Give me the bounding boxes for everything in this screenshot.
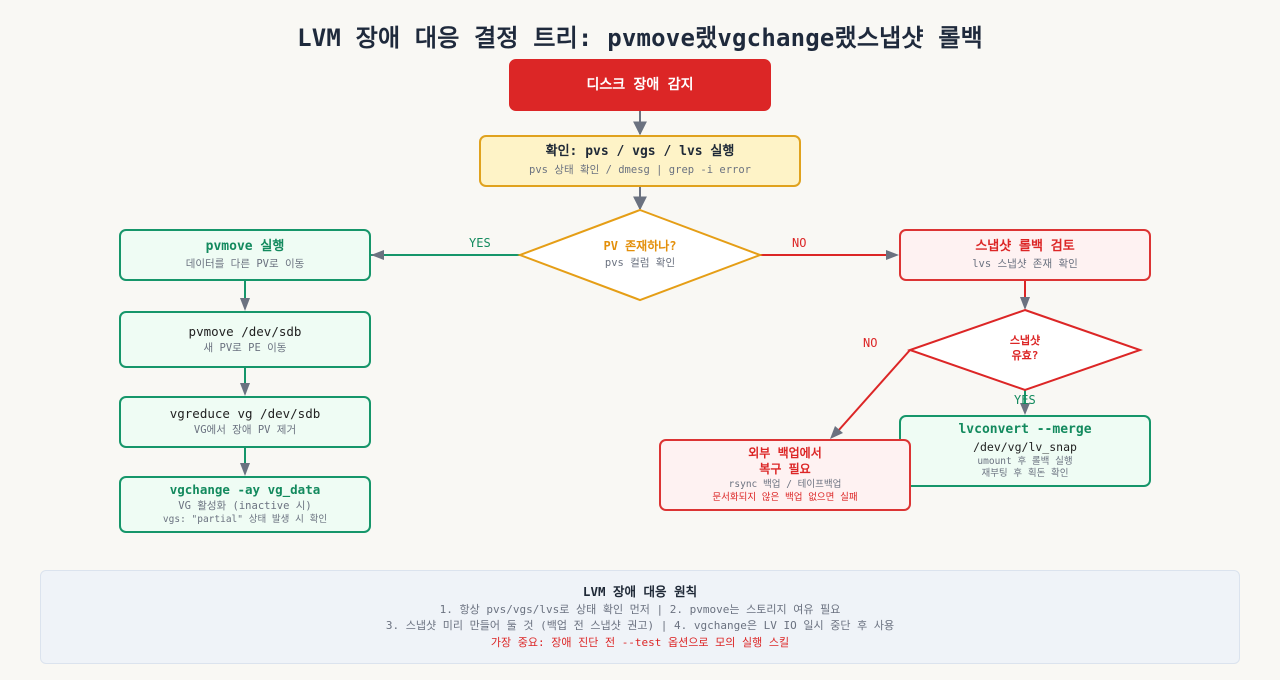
principles-title: LVM 장애 대응 원칙: [582, 583, 698, 599]
node-lvconvert-cmd: /dev/vg/lv_snap: [973, 439, 1077, 454]
node-external-sub: rsync 백업 / 테이프백업: [728, 479, 842, 491]
node-pvmove-command: pvmove /dev/sdb 새 PV로 PE 이동: [119, 311, 371, 368]
principles-warning: 가장 중요: 장애 진단 전 --test 옵션으로 모의 실행 스킬: [490, 635, 790, 649]
decision-pv-exists-shape: [517, 208, 763, 302]
arrowhead-snapshot-to-valid: [1020, 297, 1030, 310]
arrowhead-no-to-snapshot: [886, 250, 899, 260]
node-check-status: 확인: pvs / vgs / lvs 실행 pvs 상태 확인 / dmesg…: [479, 135, 801, 187]
edge-label-no-snapshot: NO: [792, 236, 807, 250]
decision-snapshot-valid: 스냅샷 유효?: [965, 334, 1085, 364]
node-lvconvert-sub2: 재부팅 후 획돈 확인: [981, 467, 1069, 479]
node-vgchange-sub: VG 활성화 (inactive 시): [178, 499, 312, 512]
decision-snapshot-valid-line1: 스냅샷: [1009, 334, 1041, 347]
node-pvmove-run-title: pvmove 실행: [205, 238, 285, 254]
node-external-warning: 문서화되지 않은 백업 없으면 실패: [712, 491, 858, 503]
decision-pv-exists-title: PV 존재하나?: [603, 239, 677, 253]
node-pvmove-run: pvmove 실행 데이터를 다른 PV로 이동: [119, 229, 371, 281]
arrowhead-pvmove-run-to-cmd: [240, 298, 250, 311]
node-vgreduce-sub: VG에서 장애 PV 제거: [193, 424, 297, 437]
principles-line-2: 3. 스냅샷 미리 만들어 둘 것 (백업 전 스냅샷 권고) | 4. vgc…: [385, 619, 895, 633]
arrowhead-yes-to-pvmove: [371, 250, 384, 260]
edge-label-no-external: NO: [863, 336, 878, 350]
node-lvconvert-sub1: umount 후 롤백 실행: [977, 455, 1073, 467]
node-check-title: 확인: pvs / vgs / lvs 실행: [545, 144, 735, 160]
arrowhead-pvmove-to-vgreduce: [240, 383, 250, 396]
principles-panel: LVM 장애 대응 원칙 1. 항상 pvs/vgs/lvs로 상태 확인 먼저…: [40, 570, 1240, 664]
node-vgreduce: vgreduce vg /dev/sdb VG에서 장애 PV 제거: [119, 396, 371, 448]
edge-label-yes-pvmove: YES: [469, 236, 491, 250]
principles-line-1: 1. 항상 pvs/vgs/lvs로 상태 확인 먼저 | 2. pvmove는…: [439, 602, 841, 616]
node-lvconvert-merge: lvconvert --merge /dev/vg/lv_snap umount…: [899, 415, 1151, 487]
node-snapshot-review-title: 스냅샷 롤백 검토: [975, 238, 1075, 254]
node-external-line2: 복구 필요: [759, 461, 811, 476]
node-pvmove-command-sub: 새 PV로 PE 이동: [203, 341, 287, 354]
node-vgchange-title: vgchange -ay vg_data: [169, 482, 321, 498]
node-pvmove-command-title: pvmove /dev/sdb: [188, 323, 302, 339]
arrowhead-valid-no-to-external: [830, 426, 843, 439]
page-title: LVM 장애 대응 결정 트리: pvmove랬vgchange랬스냅샷 롤백: [297, 24, 983, 52]
node-disk-failure-detected: 디스크 장애 감지: [509, 59, 771, 111]
node-check-sub: pvs 상태 확인 / dmesg | grep -i error: [529, 164, 751, 177]
decision-snapshot-valid-shape: [906, 308, 1144, 392]
arrow-valid-no-to-external: [837, 349, 911, 432]
arrowhead-valid-yes-to-lvconvert: [1020, 403, 1030, 415]
decision-pv-exists-sub: pvs 컬럼 확인: [604, 257, 676, 270]
node-external-backup: 외부 백업에서 복구 필요 rsync 백업 / 테이프백업 문서화되지 않은 …: [659, 439, 911, 511]
node-vgchange: vgchange -ay vg_data VG 활성화 (inactive 시)…: [119, 476, 371, 533]
decision-snapshot-valid-line2: 유효?: [1011, 348, 1039, 362]
node-snapshot-review: 스냅샷 롤백 검토 lvs 스냅샷 존재 확인: [899, 229, 1151, 281]
node-snapshot-review-sub: lvs 스냅샷 존재 확인: [972, 257, 1078, 270]
node-external-line1: 외부 백업에서: [748, 446, 822, 461]
decision-pv-exists: PV 존재하나? pvs 컬럼 확인: [540, 238, 740, 270]
edge-label-yes-lvconvert: YES: [1014, 393, 1036, 407]
node-vgreduce-title: vgreduce vg /dev/sdb: [169, 406, 321, 422]
node-lvconvert-title: lvconvert --merge: [958, 421, 1092, 437]
node-pvmove-run-sub: 데이터를 다른 PV로 이동: [185, 257, 305, 270]
arrowhead-vgreduce-to-vgchange: [240, 463, 250, 476]
node-detect-title: 디스크 장애 감지: [586, 76, 694, 93]
node-vgchange-note: vgs: "partial" 상태 발생 시 확인: [162, 514, 328, 526]
